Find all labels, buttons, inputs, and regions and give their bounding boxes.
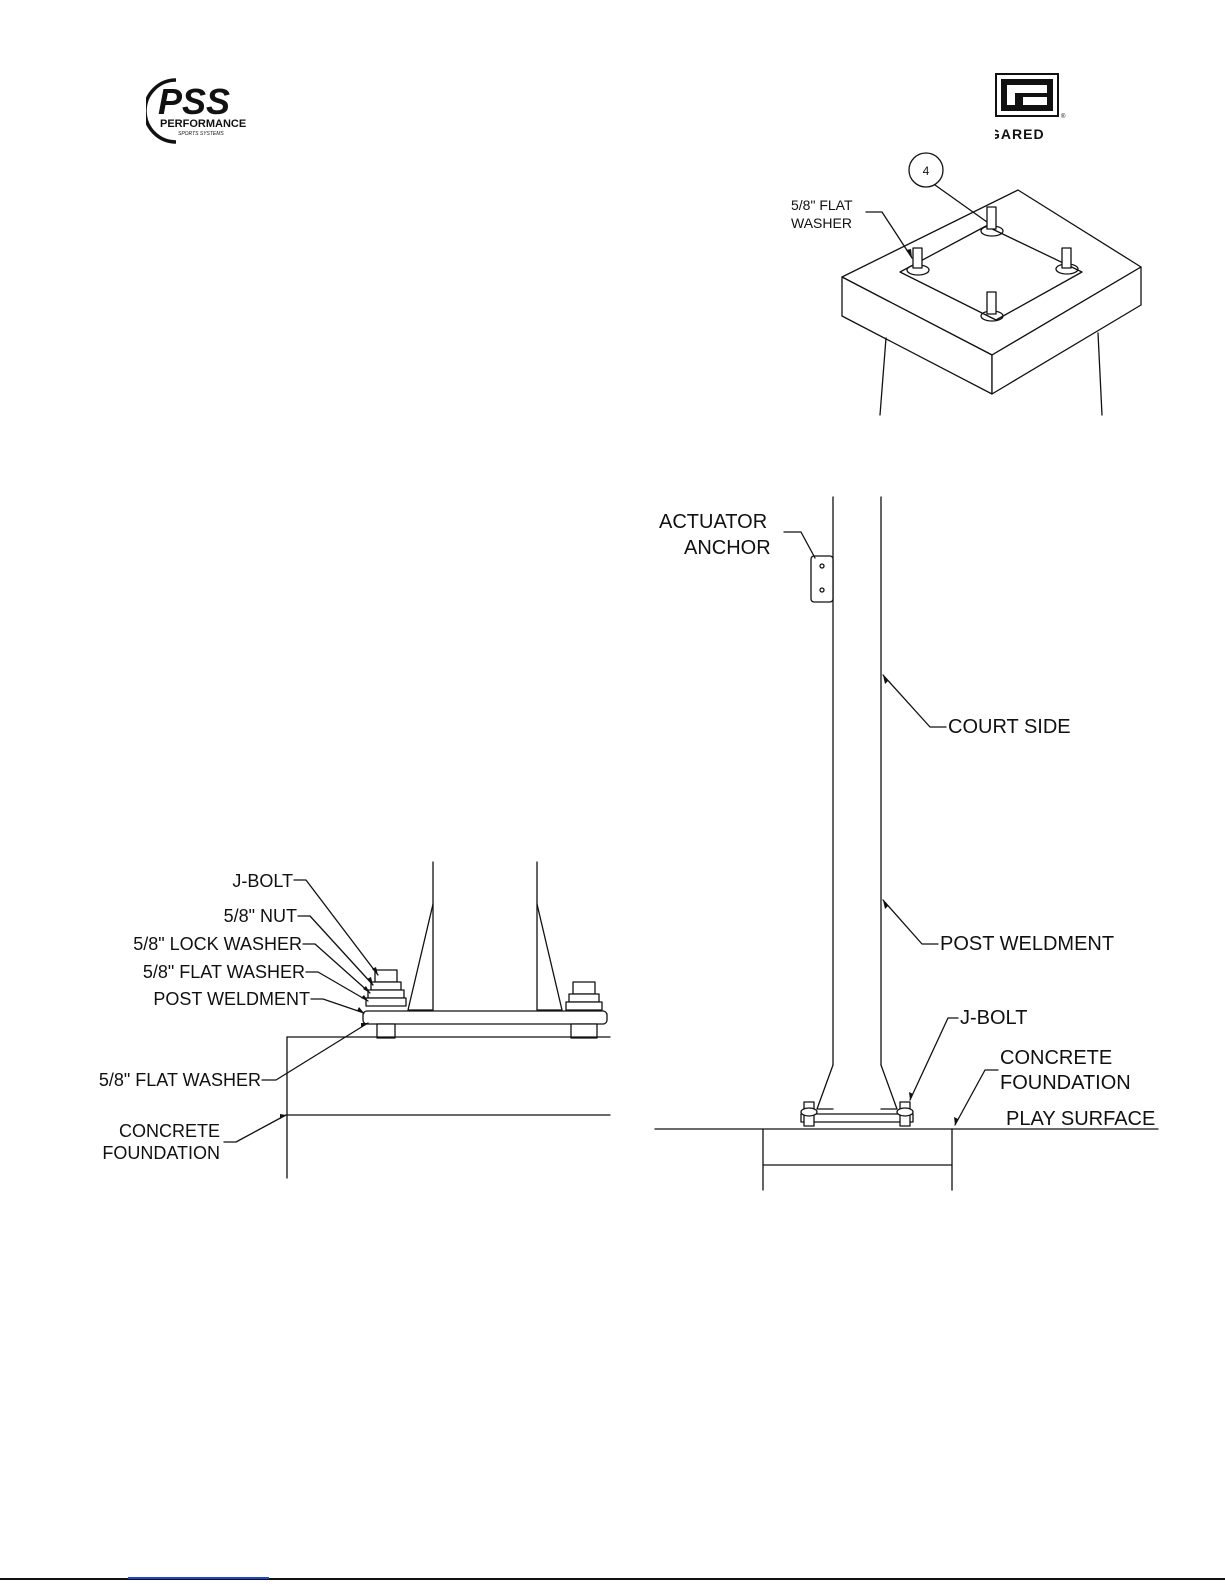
- actuator-label-line1: ACTUATOR: [659, 511, 767, 533]
- top-washer-label-line1: 5/8" FLAT: [791, 197, 853, 213]
- footing-isometric: [842, 153, 1141, 415]
- top-washer-label-line2: WASHER: [791, 215, 852, 231]
- right-post-weldment-label: POST WELDMENT: [940, 933, 1114, 955]
- left-post-weldment-label: POST WELDMENT: [153, 989, 310, 1009]
- left-concrete-label-line2: FOUNDATION: [102, 1143, 220, 1163]
- actuator-label-line2: ANCHOR: [684, 537, 771, 559]
- left-lock-washer-label: 5/8" LOCK WASHER: [133, 934, 302, 954]
- right-j-bolt-label: J-BOLT: [960, 1007, 1027, 1029]
- right-concrete-label-line2: FOUNDATION: [1000, 1072, 1131, 1094]
- left-nut-label: 5/8" NUT: [224, 906, 297, 926]
- play-surface-label: PLAY SURFACE: [1006, 1108, 1155, 1130]
- callout-number: 4: [923, 164, 930, 178]
- footer-link[interactable]: [128, 1577, 269, 1579]
- left-concrete-label-line1: CONCRETE: [119, 1121, 220, 1141]
- court-side-label: COURT SIDE: [948, 716, 1071, 738]
- left-j-bolt-label: J-BOLT: [232, 871, 293, 891]
- right-concrete-label-line1: CONCRETE: [1000, 1047, 1112, 1069]
- left-flat-washer-lower-label: 5/8" FLAT WASHER: [99, 1070, 261, 1090]
- left-flat-washer-upper-label: 5/8" FLAT WASHER: [143, 962, 305, 982]
